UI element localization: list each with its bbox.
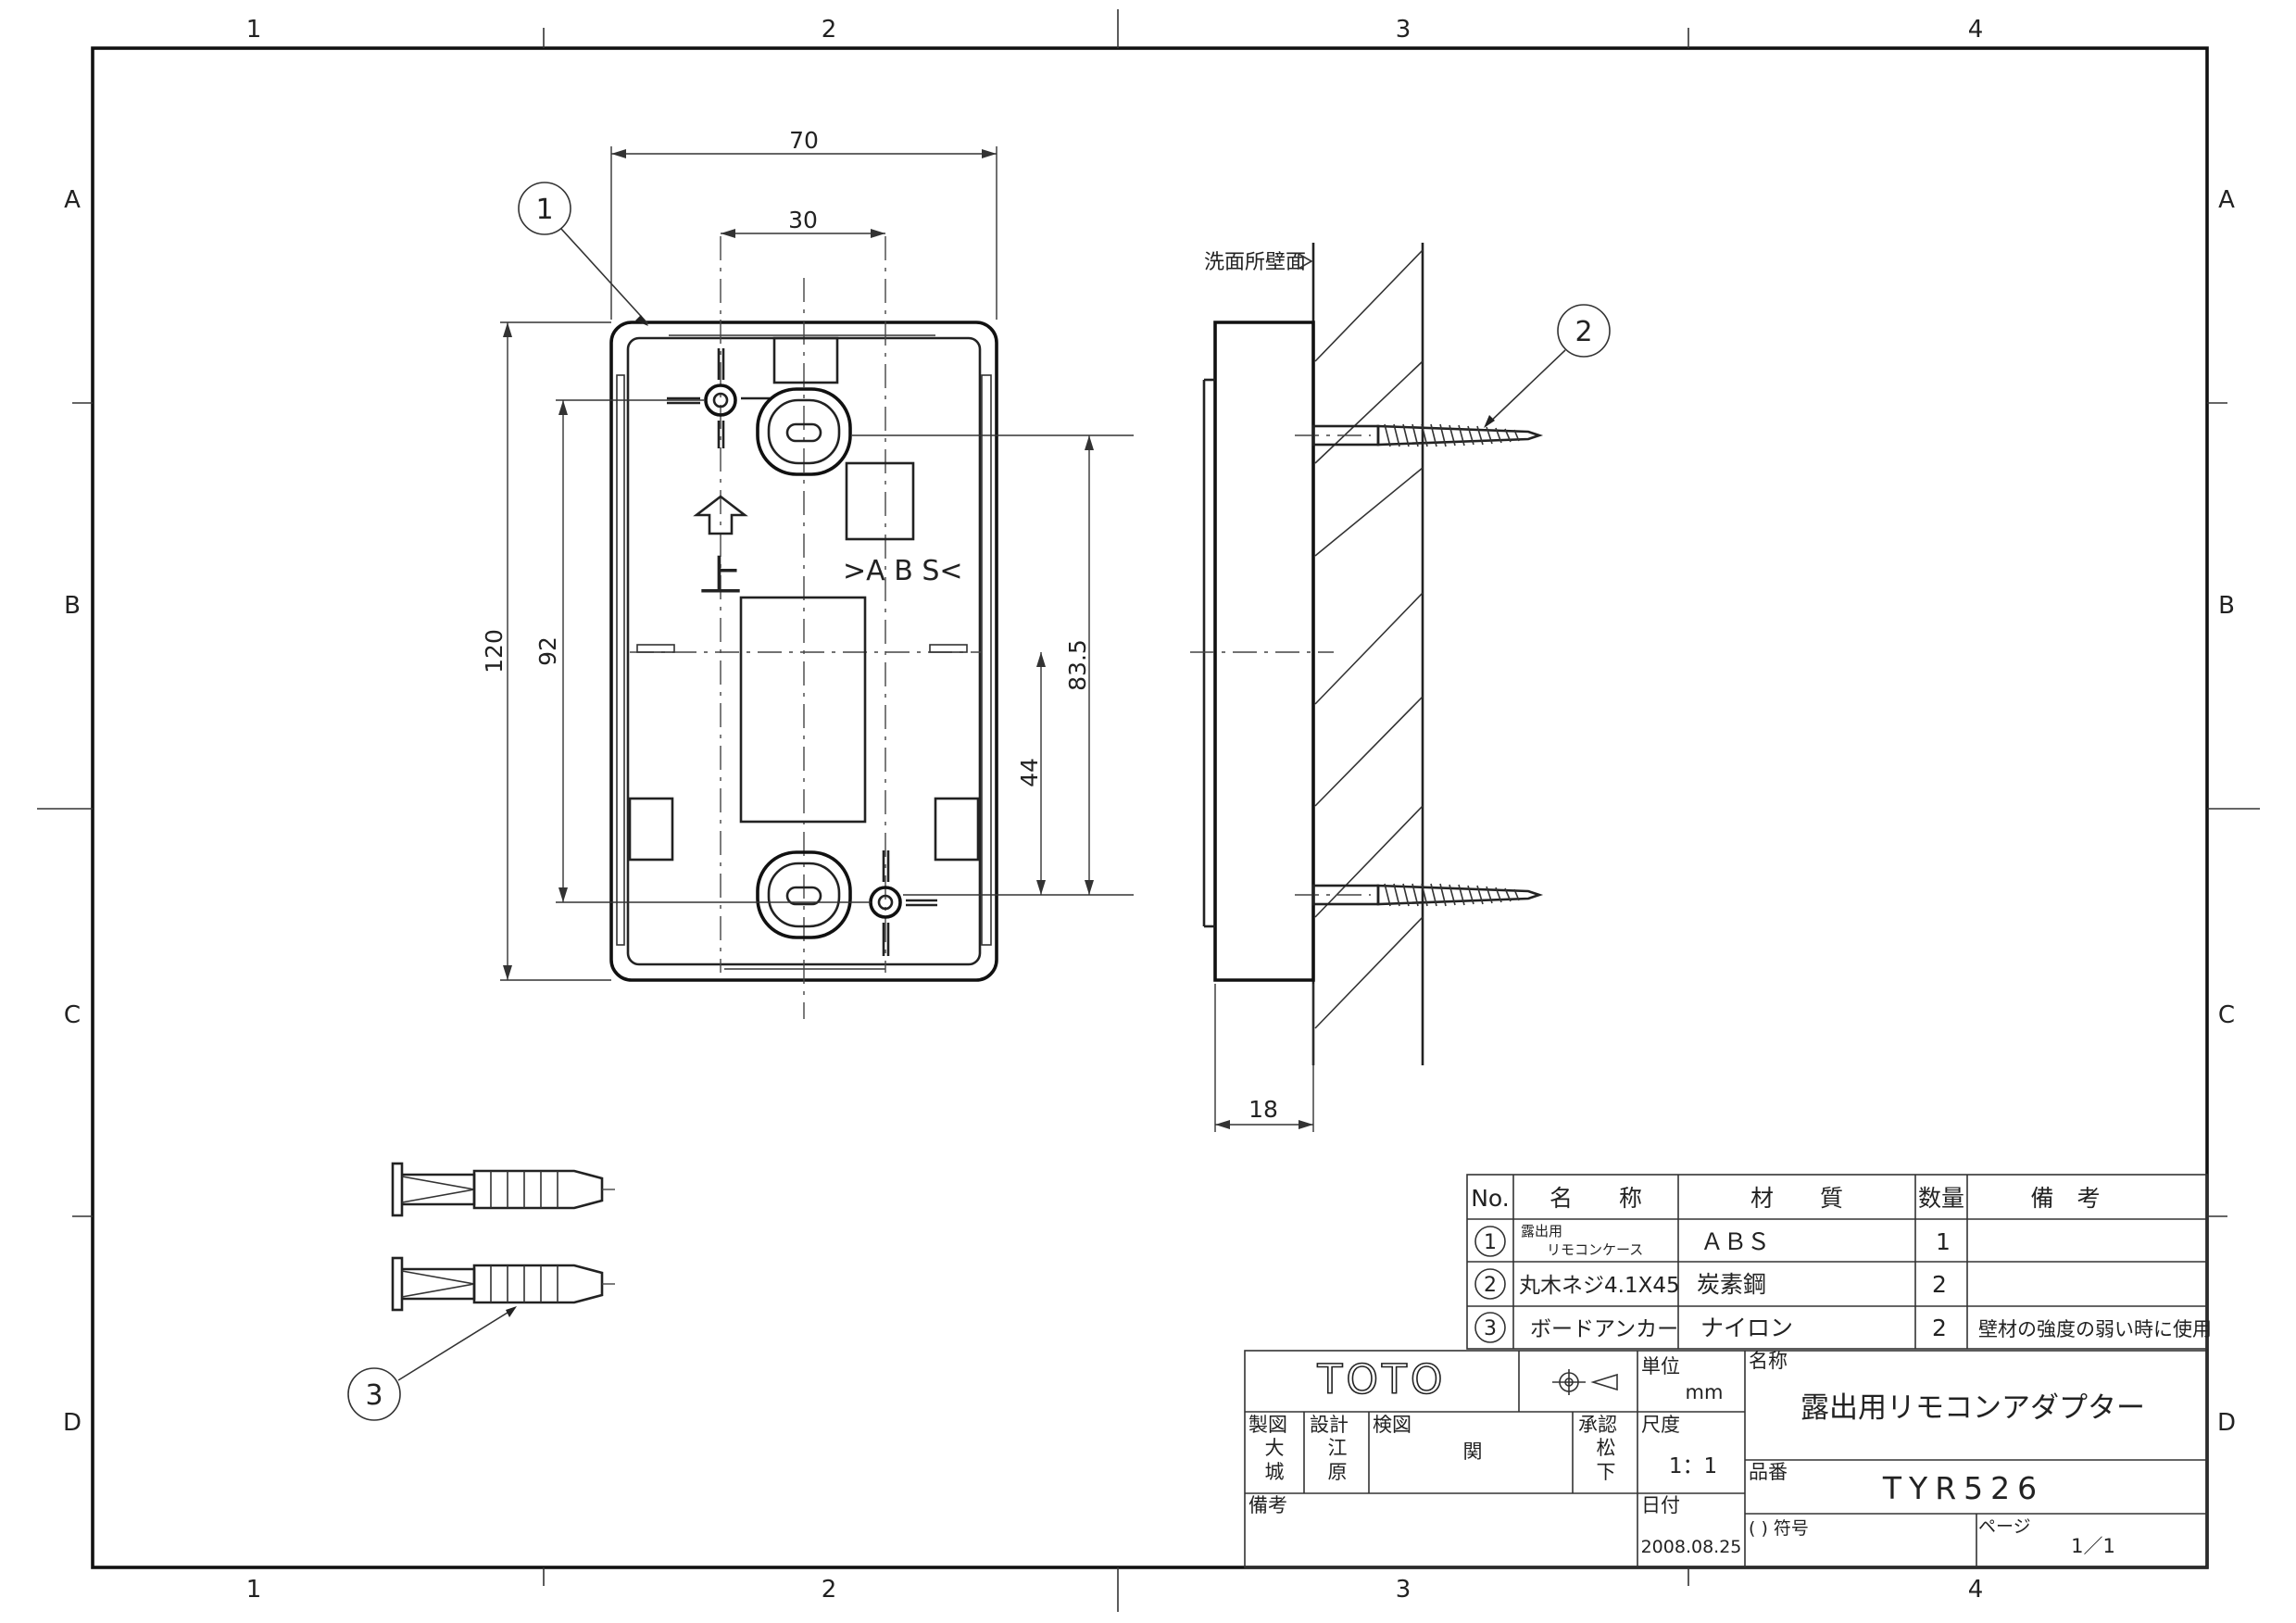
grid-row-right-D: D — [2217, 1409, 2236, 1437]
parts-row3-no: 3 — [1484, 1317, 1497, 1340]
balloon-1-label: 1 — [535, 194, 553, 226]
page-label: ページ — [1978, 1516, 2031, 1537]
grid-labels: 1 2 3 4 1 2 3 4 A B C D A B C D — [63, 16, 2236, 1604]
grid-col-top-1: 1 — [246, 16, 262, 44]
material-mark-label: >A B S< — [843, 555, 963, 587]
parts-row2-material: 炭素鋼 — [1697, 1271, 1766, 1298]
parts-header-remarks: 備 考 — [2030, 1185, 2100, 1212]
grid-col-bottom-4: 4 — [1968, 1576, 1984, 1604]
dim-depth-18: 18 — [1248, 1096, 1278, 1123]
projection-symbol-icon — [1552, 1369, 1618, 1395]
approve-label: 承認 — [1578, 1414, 1617, 1436]
screw-hole-top — [667, 348, 771, 448]
design-label: 設計 — [1310, 1414, 1349, 1436]
dim-height-92: 92 — [534, 636, 561, 666]
grid-row-left-A: A — [64, 186, 81, 214]
unit-label: 単位 — [1641, 1355, 1680, 1378]
wall-surface-label: 洗面所壁面 — [1204, 251, 1306, 274]
name-label: 名称 — [1749, 1350, 1788, 1372]
drawn-by-2: 城 — [1265, 1461, 1285, 1483]
slot-hole-bottom — [756, 850, 852, 939]
dim-screw-spacing-83-5: 83.5 — [1064, 639, 1091, 691]
dim-height-120: 120 — [481, 629, 508, 673]
parts-row1-material: ＡＢＳ — [1700, 1228, 1770, 1255]
parts-row3-qty: 2 — [1932, 1315, 1947, 1341]
drawn-by-1: 大 — [1265, 1437, 1285, 1459]
approve-by-2: 下 — [1597, 1461, 1616, 1483]
symbol-label: ( ) 符号 — [1749, 1518, 1809, 1539]
front-view: 上 >A B S< — [609, 236, 998, 1019]
grid-row-left-C: C — [64, 1001, 81, 1029]
drawn-label: 製図 — [1248, 1414, 1287, 1436]
front-view-dimensions: 70 30 120 92 83.5 44 — [481, 127, 1134, 981]
dim-width-70: 70 — [789, 127, 819, 154]
toto-logo: TOTO — [1316, 1356, 1446, 1403]
parts-row1-qty: 1 — [1936, 1228, 1951, 1255]
balloon-2: 2 — [1484, 304, 1611, 428]
title-block: TOTO 単位 mm 名称 露出用リモコンアダプター 製図 大 城 設計 江 原… — [1244, 1350, 2208, 1568]
balloon-3: 3 — [347, 1306, 517, 1421]
scale-value: 1：1 — [1669, 1454, 1717, 1478]
design-by-1: 江 — [1328, 1437, 1348, 1459]
wood-screw-bottom — [1295, 883, 1544, 907]
drawing-border — [37, 9, 2260, 1612]
board-anchor-2 — [391, 1256, 615, 1312]
grid-col-top-3: 3 — [1396, 16, 1411, 44]
parts-header-material: 材 質 — [1750, 1185, 1843, 1212]
grid-col-bottom-2: 2 — [822, 1576, 837, 1604]
parts-table: No. 名 称 材 質 数量 備 考 1 露出用 リモコンケース ＡＢＳ 1 2… — [1466, 1174, 2212, 1350]
grid-row-left-D: D — [63, 1409, 82, 1437]
unit-value: mm — [1686, 1381, 1724, 1403]
check-by: 関 — [1463, 1441, 1483, 1463]
grid-col-top-2: 2 — [822, 16, 837, 44]
wood-screw-top — [1295, 423, 1544, 447]
parts-row3-remarks: 壁材の強度の弱い時に使用 — [1978, 1318, 2212, 1340]
parts-header-name: 名 称 — [1549, 1185, 1642, 1212]
grid-col-top-4: 4 — [1968, 16, 1984, 44]
balloon-3-label: 3 — [365, 1379, 383, 1412]
parts-header-no: No. — [1471, 1185, 1510, 1212]
screw-hole-bottom — [869, 850, 937, 956]
design-by-2: 原 — [1328, 1461, 1348, 1483]
parts-row2-qty: 2 — [1932, 1271, 1947, 1298]
up-mark-label: 上 — [699, 551, 742, 601]
grid-row-right-B: B — [2218, 592, 2235, 620]
check-label: 検図 — [1373, 1414, 1411, 1436]
parts-header-qty: 数量 — [1918, 1185, 1964, 1212]
parts-row2-name: 丸木ネジ4.1X45 — [1519, 1274, 1680, 1298]
remarks-label: 備考 — [1248, 1494, 1287, 1516]
dim-hole-spacing-30: 30 — [788, 207, 818, 233]
parts-row3-material: ナイロン — [1700, 1315, 1793, 1341]
parts-row1-name-line1: 露出用 — [1521, 1223, 1562, 1239]
page-value: 1／1 — [2071, 1535, 2115, 1557]
board-anchor-1 — [391, 1162, 615, 1217]
approve-by-1: 松 — [1597, 1437, 1616, 1459]
grid-row-right-A: A — [2218, 186, 2235, 214]
parts-row1-no: 1 — [1484, 1231, 1497, 1254]
parts-row3-name: ボードアンカー — [1530, 1317, 1678, 1341]
scale-label: 尺度 — [1641, 1414, 1680, 1436]
balloon-1: 1 — [518, 182, 649, 326]
date-label: 日付 — [1641, 1494, 1680, 1516]
parts-row1-name-line2: リモコンケース — [1547, 1241, 1643, 1258]
parts-row2-no: 2 — [1484, 1274, 1497, 1297]
part-no-label: 品番 — [1749, 1461, 1788, 1483]
grid-row-left-B: B — [64, 592, 81, 620]
balloon-2-label: 2 — [1575, 316, 1592, 348]
product-name: 露出用リモコンアダプター — [1800, 1391, 2145, 1425]
grid-row-right-C: C — [2218, 1001, 2235, 1029]
slot-hole-top — [756, 387, 852, 476]
part-no: TYR526 — [1882, 1470, 2044, 1506]
dim-center-44: 44 — [1016, 758, 1043, 787]
grid-col-bottom-1: 1 — [246, 1576, 262, 1604]
grid-col-bottom-3: 3 — [1396, 1576, 1411, 1604]
side-view: 洗面所壁面 18 — [1190, 243, 1544, 1132]
date-value: 2008.08.25 — [1641, 1537, 1742, 1557]
board-anchors — [391, 1162, 615, 1312]
